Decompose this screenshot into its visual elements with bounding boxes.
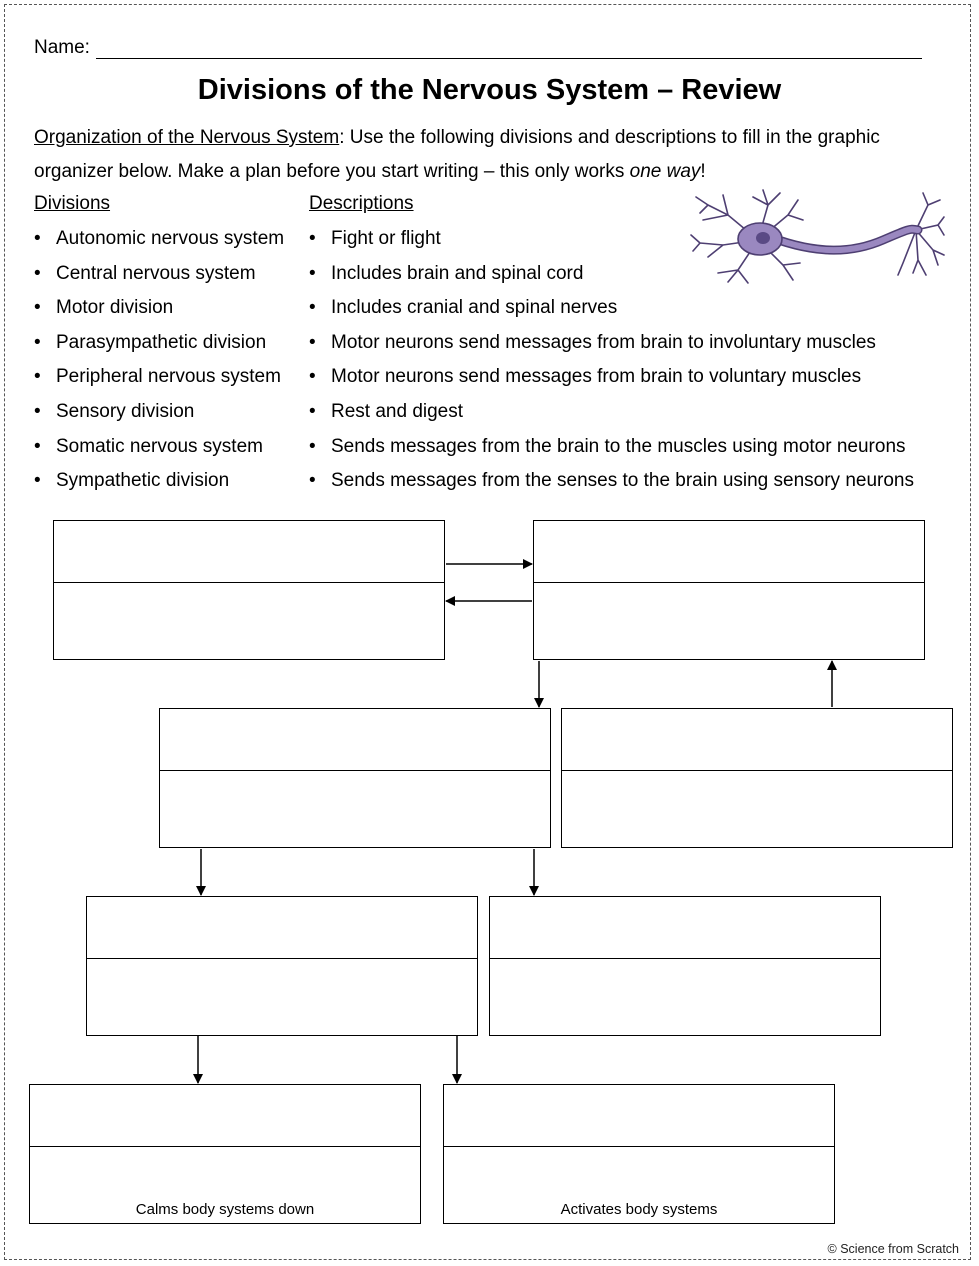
copyright-text: © Science from Scratch [828,1242,959,1256]
